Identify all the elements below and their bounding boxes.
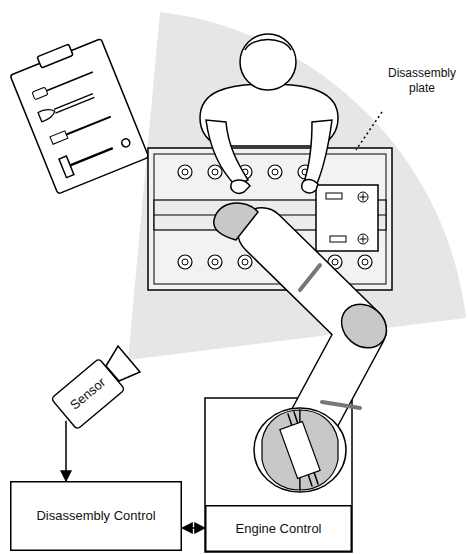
robot-base [205, 398, 352, 552]
node-label: Engine Control [236, 521, 322, 537]
signal-arrow [182, 527, 205, 529]
battery [316, 185, 378, 251]
robot-arm [214, 203, 395, 492]
control-box: Disassembly Control [10, 481, 182, 551]
signal-arrow [65, 421, 67, 481]
tool-clipboard [7, 32, 148, 194]
worker [200, 34, 338, 193]
sensor-field [128, 12, 466, 360]
control-box: Engine Control [205, 505, 352, 552]
leader-line [356, 112, 382, 150]
part-label: Disassembly plate [382, 66, 462, 96]
node-label: Disassembly Control [36, 508, 155, 524]
